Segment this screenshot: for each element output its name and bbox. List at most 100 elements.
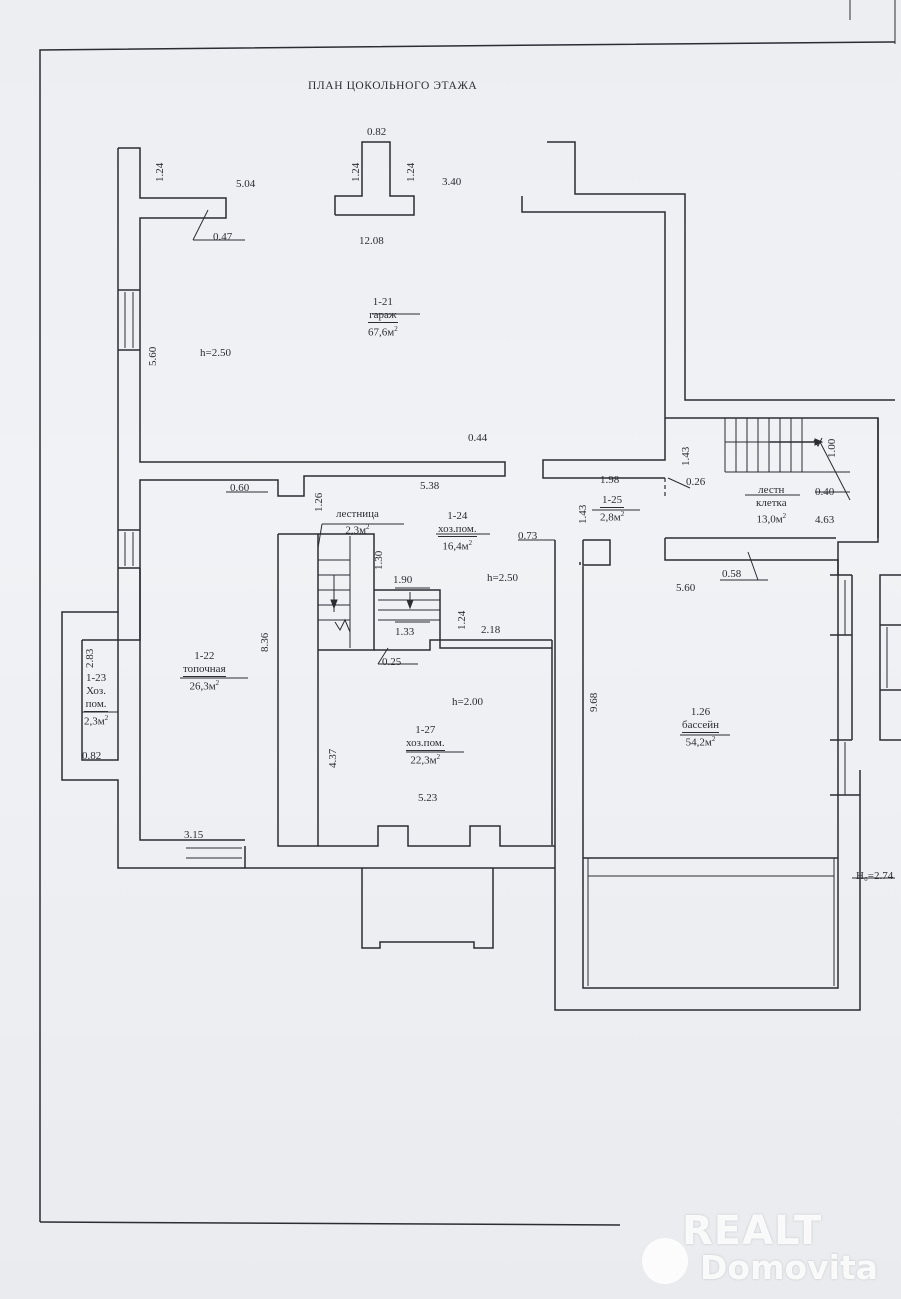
outer-wall-right-garage — [547, 141, 895, 401]
dim-0-73: 0.73 — [518, 530, 538, 542]
room-1-26-name: бассейн — [682, 719, 720, 731]
room-1-23-area: 2,3м — [84, 715, 105, 728]
dim-1-24-room24: 1.24 — [456, 610, 468, 630]
dim-5-60-garage: 5.60 — [147, 346, 159, 366]
stairwell-area: 13,0м — [756, 513, 783, 526]
room-1-22-label: 1-22 топочная 26,3м2 — [183, 650, 226, 693]
dim-1-43-stairwell: 1.43 — [680, 446, 692, 466]
top-pillar — [334, 141, 415, 216]
stairwell-label: лестн клетка 13,0м2 — [756, 484, 787, 526]
room-1-25-label: 1-25 2,8м2 — [600, 494, 625, 524]
dim-1-24-left: 1.24 — [154, 162, 166, 182]
inner-wall-right-garage — [521, 196, 666, 479]
room-1-24-area: 16,4м — [442, 540, 469, 553]
dim-0-26: 0.26 — [686, 476, 706, 488]
sheet-frame — [39, 41, 896, 1222]
dim-1-24-pillar-right: 1.24 — [405, 162, 417, 182]
porch — [361, 868, 494, 949]
room-1-21-label: 1-21 гараж 67,6м2 — [368, 296, 398, 339]
height-total: H₀=2.74 — [856, 870, 894, 882]
boiler-left-wall — [117, 568, 141, 641]
dim-2-18: 2.18 — [481, 624, 501, 636]
height-room-1-27: h=2.00 — [452, 696, 483, 708]
stair-walls — [318, 533, 375, 651]
outer-wall-left-outer — [118, 147, 506, 841]
dim-0-40: 0.40 — [815, 486, 835, 498]
dim-0-58: 0.58 — [722, 568, 742, 580]
watermark-circle-icon — [642, 1238, 688, 1284]
room-1-26-number: 1.26 — [690, 706, 711, 718]
room-1-22-number: 1-22 — [194, 650, 215, 662]
dim-1-24-pillar-left: 1.24 — [350, 162, 362, 182]
dim-12-08: 12.08 — [359, 235, 384, 247]
dim-1-26: 1.26 — [313, 492, 325, 512]
stairwell-walls — [665, 417, 879, 575]
stair-label: лестница 2,3м2 — [336, 508, 379, 537]
room-1-27-number: 1-27 — [415, 724, 436, 736]
south-wall — [244, 846, 555, 869]
dim-1-30: 1.30 — [373, 550, 385, 570]
dim-3-15: 3.15 — [184, 829, 204, 841]
outer-wall-left — [61, 148, 182, 869]
dim-1-33: 1.33 — [395, 626, 415, 638]
room-1-25-number: 1-25 — [602, 494, 623, 506]
sheet-frame-bottom — [39, 1221, 621, 1226]
dim-8-36: 8.36 — [259, 632, 271, 652]
stairwell-name1: лестн — [758, 484, 785, 496]
room-1-23-name1: Хоз. — [86, 685, 107, 697]
watermark-logo: REALT Domovita — [642, 1208, 892, 1288]
plan-title: ПЛАН ЦОКОЛЬНОГО ЭТАЖА — [308, 80, 478, 92]
room-1-24-label: 1-24 хоз.пом. 16,4м2 — [438, 510, 477, 553]
dim-5-38: 5.38 — [420, 480, 440, 492]
dim-0-82-top: 0.82 — [367, 126, 387, 138]
dim-4-37: 4.37 — [327, 748, 339, 768]
height-room-1-24: h=2.50 — [487, 572, 518, 584]
room-1-22-area: 26,3м — [189, 680, 216, 693]
dim-1-00: 1.00 — [826, 438, 838, 458]
dim-1-43: 1.43 — [577, 504, 589, 524]
room-1-22-name: топочная — [183, 663, 226, 675]
pool-inner-wall — [582, 539, 611, 566]
room-1-23-label: 1-23 Хоз. пом. 2,3м2 — [84, 672, 109, 728]
room-1-21-name: гараж — [369, 309, 397, 321]
room-1-21-number: 1-21 — [372, 296, 393, 308]
watermark-line1: REALT — [682, 1208, 823, 1254]
dim-0-44: 0.44 — [468, 432, 488, 444]
dim-2-83: 2.83 — [84, 648, 96, 668]
stair-area: 2,3м — [345, 524, 367, 537]
dim-0-25: 0.25 — [382, 656, 402, 668]
dim-0-82-cupboard: 0.82 — [82, 750, 102, 762]
stair-left-wall — [277, 533, 319, 847]
room-1-27-area: 22,3м — [410, 754, 437, 767]
room-1-27-name: хоз.пом. — [406, 737, 445, 749]
room-1-24-name: хоз.пом. — [438, 523, 477, 535]
room-1-26-area: 54,2м — [685, 736, 712, 749]
cupboard-walls — [81, 639, 119, 761]
room-1-23-number: 1-23 — [86, 672, 107, 684]
watermark-line2: Domovita — [700, 1248, 878, 1287]
stairwell-name2: клетка — [756, 497, 787, 509]
dim-0-60: 0.60 — [230, 482, 250, 494]
dim-9-68: 9.68 — [588, 692, 600, 712]
dim-3-40: 3.40 — [442, 176, 462, 188]
stair-name: лестница — [336, 508, 379, 520]
height-garage: h=2.50 — [200, 347, 231, 359]
dim-1-90: 1.90 — [393, 574, 413, 586]
pool-outer-wall — [554, 540, 861, 1011]
room-1-24-number: 1-24 — [447, 510, 468, 522]
room-1-21-area: 67,6м — [368, 326, 395, 339]
pool-basin — [582, 566, 839, 989]
room24-bottom — [374, 589, 552, 649]
room-1-25-area: 2,8м — [600, 511, 621, 524]
room-1-27-label: 1-27 хоз.пом. 22,3м2 — [406, 724, 445, 767]
room-1-26-label: 1.26 бассейн 54,2м2 — [682, 706, 720, 749]
dim-1-98: 1.98 — [600, 474, 620, 486]
dim-0-47: 0.47 — [213, 231, 233, 243]
dim-5-04: 5.04 — [236, 178, 256, 190]
dim-4-63: 4.63 — [815, 514, 835, 526]
room-1-23-name2: пом. — [85, 698, 107, 710]
dim-5-60-pool: 5.60 — [676, 582, 696, 594]
dim-5-23: 5.23 — [418, 792, 438, 804]
